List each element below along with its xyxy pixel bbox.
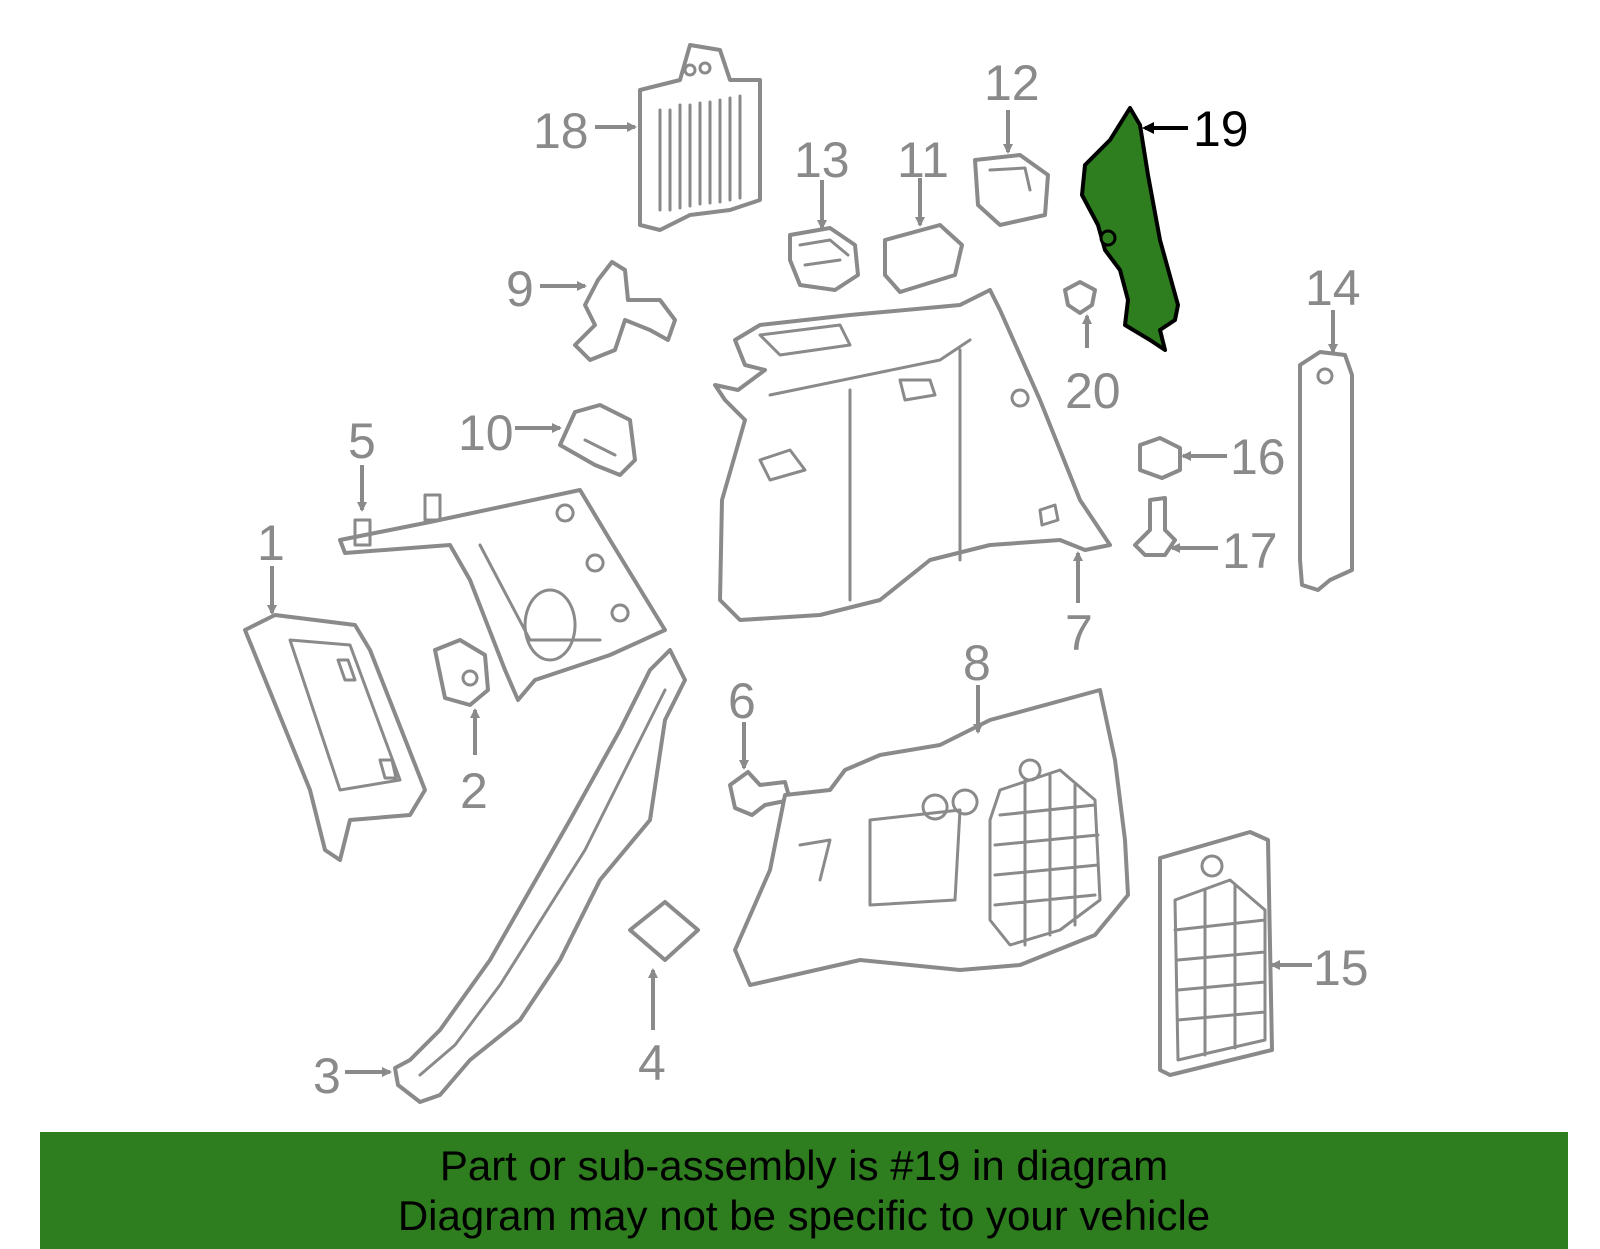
info-banner: Part or sub-assembly is #19 in diagram D… <box>40 1132 1568 1249</box>
part-2-clip[interactable] <box>433 638 490 707</box>
callout-16: 16 <box>1230 429 1286 485</box>
callout-8: 8 <box>963 635 991 691</box>
part-13-clip[interactable] <box>788 226 860 292</box>
part-11-cover[interactable] <box>883 223 964 294</box>
part-7-quarter-trim-panel[interactable] <box>713 288 1112 622</box>
part-17-push-pin[interactable] <box>1133 496 1177 557</box>
part-10-bezel[interactable] <box>558 403 637 477</box>
callout-20: 20 <box>1065 363 1121 419</box>
callout-9: 9 <box>506 261 534 317</box>
callout-12: 12 <box>984 55 1040 111</box>
part-9-bracket[interactable] <box>573 260 677 362</box>
part-3-pillar-trim[interactable] <box>393 648 687 1104</box>
callout-17: 17 <box>1222 523 1278 579</box>
callout-13: 13 <box>794 132 850 188</box>
part-12-bracket[interactable] <box>973 153 1050 227</box>
callout-15: 15 <box>1313 940 1369 996</box>
banner-line-2: Diagram may not be specific to your vehi… <box>397 1191 1211 1239</box>
callout-6: 6 <box>728 673 756 729</box>
callout-18: 18 <box>533 103 589 159</box>
callout-1: 1 <box>257 515 285 571</box>
callout-19: 19 <box>1193 101 1249 157</box>
banner-line-1: Part or sub-assembly is #19 in diagram <box>439 1141 1169 1189</box>
part-1-trim-panel[interactable] <box>243 613 427 862</box>
part-15-access-cover[interactable] <box>1158 830 1274 1077</box>
callout-11: 11 <box>897 132 949 188</box>
part-18-module[interactable] <box>638 43 762 232</box>
part-4-pad[interactable] <box>628 900 700 962</box>
part-5-bracket-assembly[interactable] <box>338 488 667 702</box>
part-8-quarter-lower-trim[interactable] <box>733 688 1130 987</box>
callout-2: 2 <box>460 763 488 819</box>
callout-7: 7 <box>1065 605 1093 661</box>
callout-10: 10 <box>458 405 514 461</box>
callout-4: 4 <box>638 1035 666 1091</box>
callout-3: 3 <box>313 1048 341 1104</box>
callout-5: 5 <box>348 413 376 469</box>
part-16-cap[interactable] <box>1138 436 1182 480</box>
part-19-trim-panel-highlighted[interactable] <box>1080 106 1180 352</box>
callout-14: 14 <box>1305 260 1361 316</box>
part-20-push-pin[interactable] <box>1063 280 1097 315</box>
part-14-pillar-trim[interactable] <box>1298 350 1354 592</box>
